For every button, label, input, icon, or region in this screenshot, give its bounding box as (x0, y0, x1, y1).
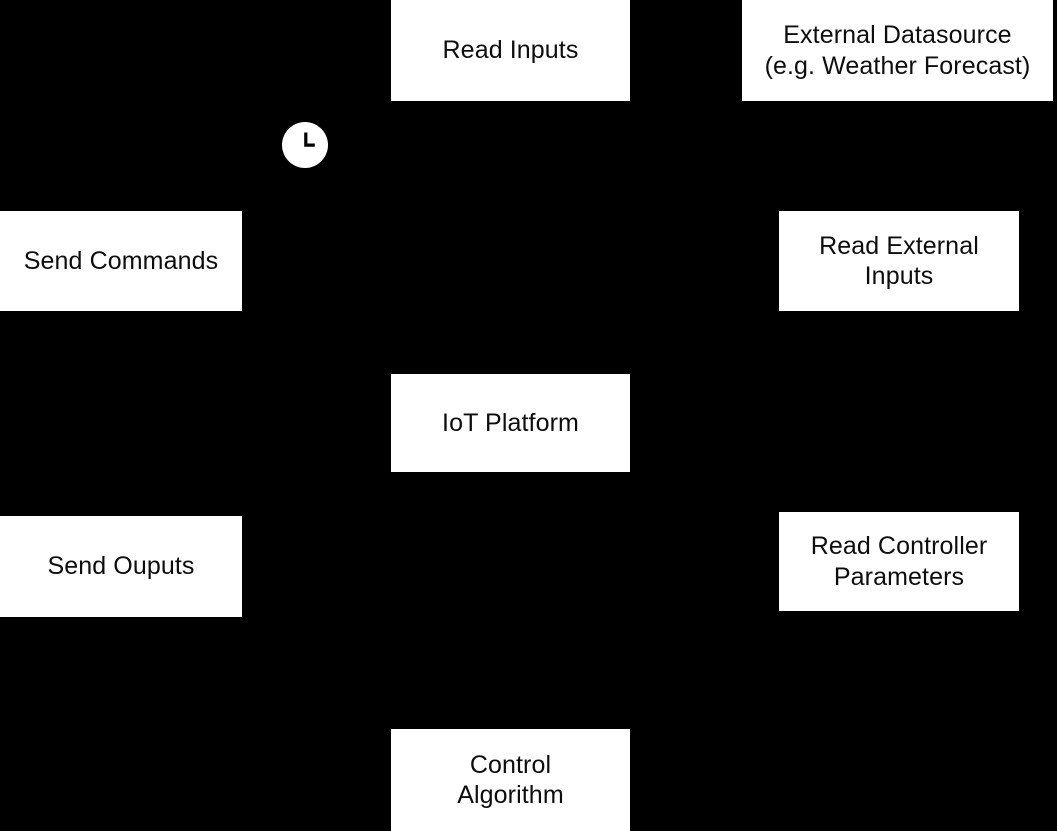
node-send-ouputs[interactable]: Send Ouputs (0, 516, 242, 617)
clock-icon (282, 122, 328, 168)
node-iot-platform[interactable]: IoT Platform (391, 374, 630, 472)
node-send-commands[interactable]: Send Commands (0, 211, 242, 311)
node-read-controller-parameters[interactable]: Read Controller Parameters (779, 512, 1019, 611)
node-control-algorithm[interactable]: Control Algorithm (391, 729, 630, 831)
node-external-datasource[interactable]: External Datasource (e.g. Weather Foreca… (742, 0, 1053, 101)
node-read-external-inputs[interactable]: Read External Inputs (779, 211, 1019, 311)
node-read-inputs[interactable]: Read Inputs (391, 0, 630, 101)
